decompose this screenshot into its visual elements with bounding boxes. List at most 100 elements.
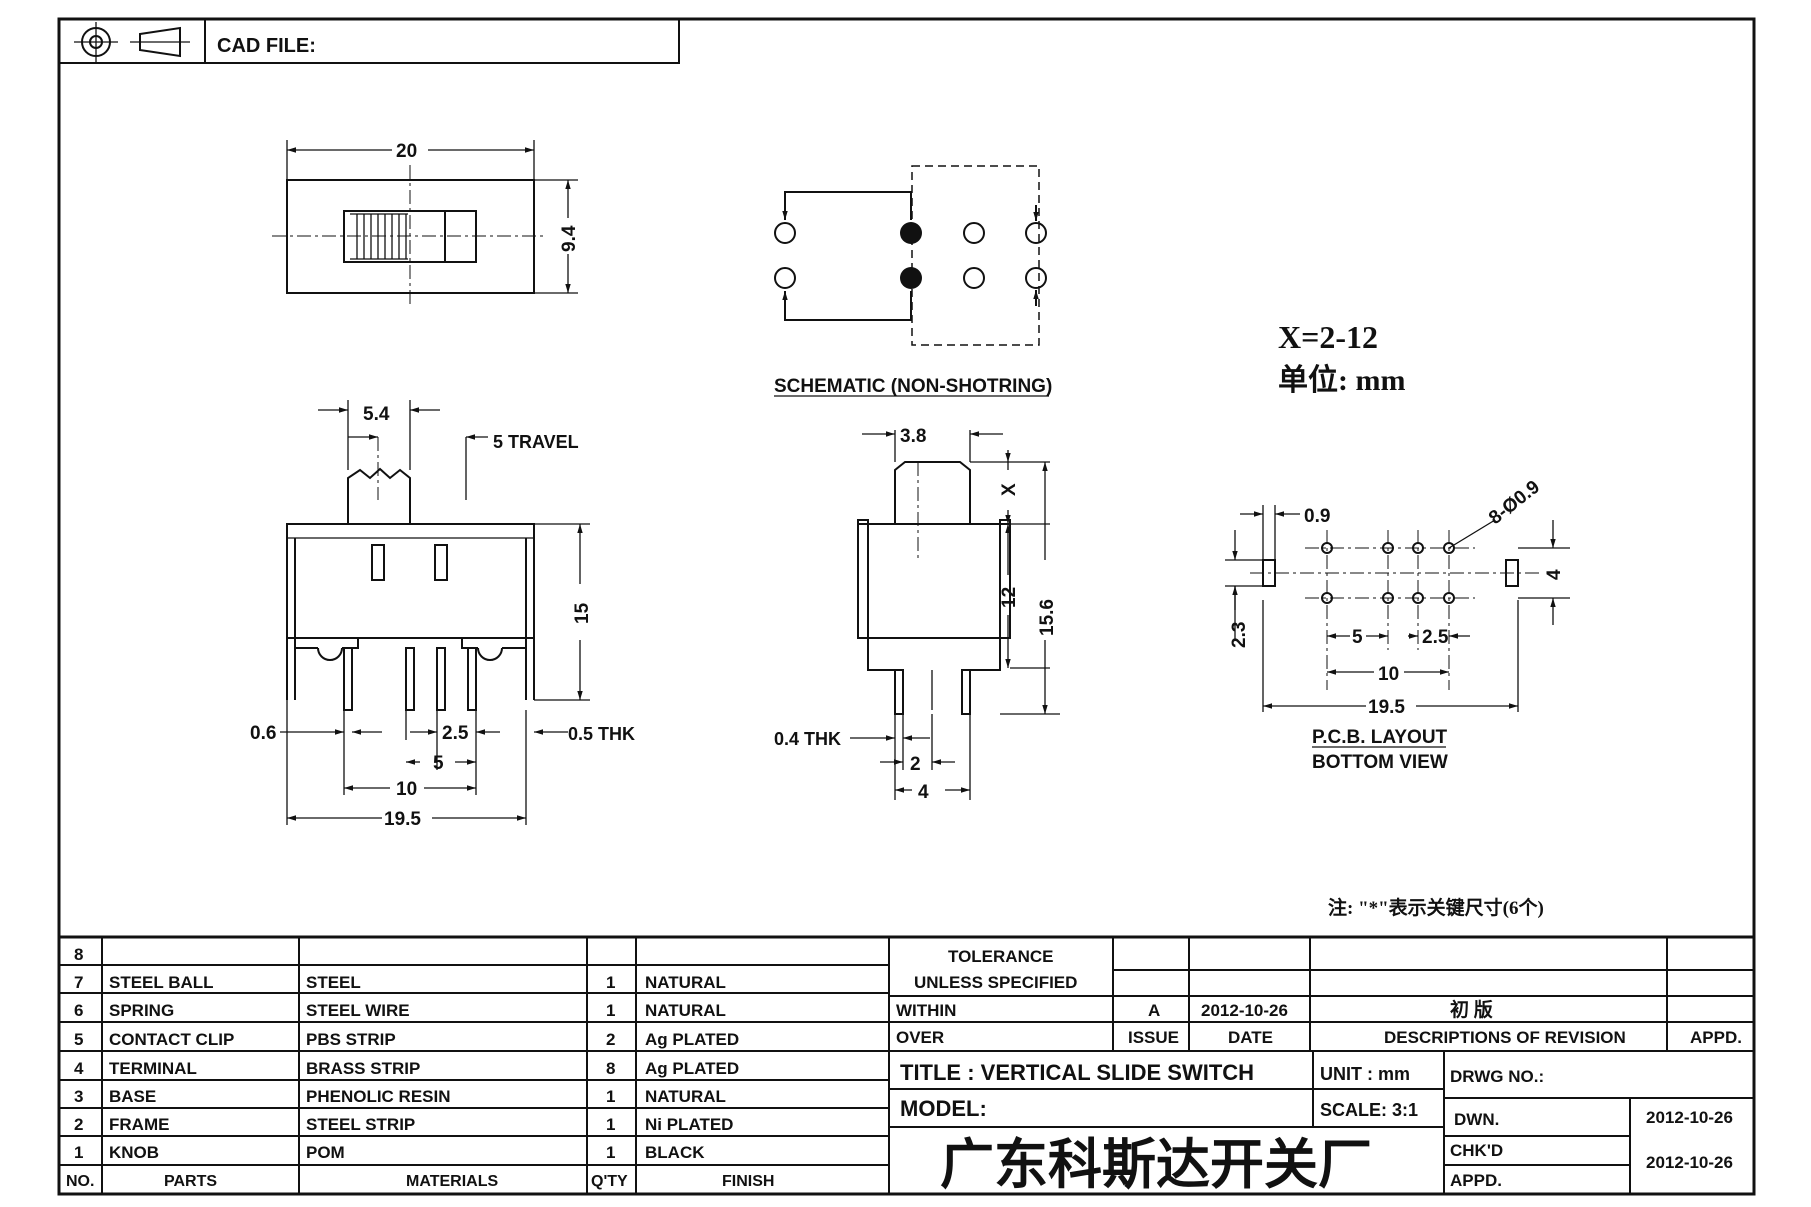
bom-finish: BLACK xyxy=(645,1143,705,1162)
bom-qty: 8 xyxy=(606,1059,615,1078)
bom-part: BASE xyxy=(109,1087,156,1106)
drawing-unit: UNIT : mm xyxy=(1320,1064,1410,1084)
bom-header: NO. PARTS MATERIALS Q'TY FINISH xyxy=(66,1173,774,1190)
pcb-title-1: P.C.B. LAYOUT xyxy=(1312,727,1448,748)
dim-side-x: X xyxy=(999,483,1020,496)
bom-part: FRAME xyxy=(109,1115,169,1134)
bom-qty: 1 xyxy=(606,1087,615,1106)
bom-finish: Ni PLATED xyxy=(645,1115,733,1134)
tolerance-line-1: TOLERANCE xyxy=(948,947,1053,966)
pcb-layout: 0.9 8-Ø0.9 4 2.3 5 2.5 10 19.5 P.C.B. LA… xyxy=(1225,477,1570,773)
dim-pitch-5: 5 xyxy=(433,753,444,774)
variant-info: X=2-12 单位: mm xyxy=(1278,319,1405,397)
revision-date-header: DATE xyxy=(1228,1028,1273,1047)
title-block: 8 7 STEEL BALL STEEL 1 NATURAL 6 SPRING … xyxy=(59,935,1754,1195)
bom-qty: 1 xyxy=(606,1001,615,1020)
top-view: 20 9.4 xyxy=(272,140,580,305)
checked-date: 2012-10-26 xyxy=(1646,1153,1733,1172)
dim-pcb-span-19-5: 19.5 xyxy=(1368,697,1405,718)
checked-label: CHK'D xyxy=(1450,1141,1503,1160)
bom-finish: Ag PLATED xyxy=(645,1059,739,1078)
bom-no: 3 xyxy=(74,1087,83,1106)
dim-body-height: 15 xyxy=(572,602,593,624)
drawing-number-label: DRWG NO.: xyxy=(1450,1067,1544,1086)
tolerance-within: WITHIN xyxy=(896,1001,956,1020)
bom-qty: 1 xyxy=(606,1143,615,1162)
bom-no: 7 xyxy=(74,973,83,992)
bom-row: 1 KNOB POM 1 BLACK xyxy=(74,1143,705,1162)
bom-row: 7 STEEL BALL STEEL 1 NATURAL xyxy=(74,973,726,992)
schematic: SCHEMATIC (NON-SHOTRING) xyxy=(774,165,1052,397)
bom-row-lines xyxy=(59,964,889,1166)
revision-desc-header: DESCRIPTIONS OF REVISION xyxy=(1384,1028,1626,1047)
bom-row: 3 BASE PHENOLIC RESIN 1 NATURAL xyxy=(74,1087,726,1106)
bom-finish: Ag PLATED xyxy=(645,1030,739,1049)
bom-row: 4 TERMINAL BRASS STRIP 8 Ag PLATED xyxy=(74,1059,739,1078)
key-dimension-note: 注: "*"表示关键尺寸(6个) xyxy=(1328,896,1544,919)
bom-material: BRASS STRIP xyxy=(306,1059,420,1078)
bom-part: KNOB xyxy=(109,1143,159,1162)
drawn-label: DWN. xyxy=(1454,1110,1499,1129)
pcb-title-2: BOTTOM VIEW xyxy=(1312,752,1448,773)
dim-pcb-hole: 0.9 xyxy=(1304,506,1330,527)
dim-pin-width: 0.6 xyxy=(250,723,276,744)
dim-knob-width: 5.4 xyxy=(363,404,390,425)
bom-no: 4 xyxy=(74,1059,84,1078)
bom-finish: NATURAL xyxy=(645,973,726,992)
revision-appd-header: APPD. xyxy=(1690,1028,1742,1047)
bom-material: POM xyxy=(306,1143,345,1162)
dim-pitch-2-5: 2.5 xyxy=(442,723,469,744)
approved-label: APPD. xyxy=(1450,1171,1502,1190)
dim-span-19-5: 19.5 xyxy=(384,809,421,830)
bom-finish: NATURAL xyxy=(645,1001,726,1020)
dim-pcb-2-3: 2.3 xyxy=(1229,622,1250,648)
dim-side-4: 4 xyxy=(918,782,929,803)
drawing-model: MODEL: xyxy=(900,1096,987,1121)
bom-header-parts: PARTS xyxy=(164,1173,217,1190)
revision-issue: A xyxy=(1148,1001,1160,1020)
bom-header-materials: MATERIALS xyxy=(406,1173,498,1190)
bom-row: 6 SPRING STEEL WIRE 1 NATURAL xyxy=(74,1001,726,1020)
bom-no: 1 xyxy=(74,1143,83,1162)
dim-pcb-pitch-5: 5 xyxy=(1352,627,1363,648)
bom-no: 8 xyxy=(74,945,83,964)
bom-material: STEEL WIRE xyxy=(306,1001,410,1020)
cad-file-label: CAD FILE: xyxy=(217,35,316,57)
dim-side-height-15-6: 15.6 xyxy=(1037,599,1058,636)
bom-material: PBS STRIP xyxy=(306,1030,396,1049)
bom-qty: 1 xyxy=(606,1115,615,1134)
dim-travel: 5 TRAVEL xyxy=(493,432,579,452)
bom-material: PHENOLIC RESIN xyxy=(306,1087,451,1106)
bom-no: 6 xyxy=(74,1001,83,1020)
sheet-border xyxy=(57,17,1756,1196)
bom-material: STEEL STRIP xyxy=(306,1115,415,1134)
x-range: X=2-12 xyxy=(1278,319,1378,355)
bom-qty: 1 xyxy=(606,973,615,992)
dim-side-2: 2 xyxy=(910,754,921,775)
dim-top-height: 9.4 xyxy=(559,225,580,252)
company-name: 广东科斯达开关厂 xyxy=(940,1135,1372,1195)
revision-issue-header: ISSUE xyxy=(1128,1028,1179,1047)
revision-description: 初 版 xyxy=(1450,998,1493,1021)
dim-side-pin-thk: 0.4 THK xyxy=(774,729,841,749)
front-view: 5.4 5 TRAVEL 15 0.6 2.5 0.5 THK 5 10 19.… xyxy=(250,400,635,830)
bom-qty: 2 xyxy=(606,1030,615,1049)
dim-pin-thk: 0.5 THK xyxy=(568,724,635,744)
bom-part: SPRING xyxy=(109,1001,174,1020)
schematic-title: SCHEMATIC (NON-SHOTRING) xyxy=(774,376,1052,397)
drawn-date: 2012-10-26 xyxy=(1646,1108,1733,1127)
bom-header-finish: FINISH xyxy=(722,1173,774,1190)
dim-side-knob-width: 3.8 xyxy=(900,426,926,447)
drawing-scale: SCALE: 3:1 xyxy=(1320,1100,1418,1120)
bom-part: STEEL BALL xyxy=(109,973,214,992)
bom-row: 2 FRAME STEEL STRIP 1 Ni PLATED xyxy=(74,1115,733,1134)
drawing-title: TITLE : VERTICAL SLIDE SWITCH xyxy=(900,1060,1254,1085)
tolerance-over: OVER xyxy=(896,1028,944,1047)
dim-span-10: 10 xyxy=(396,779,417,800)
dim-pcb-span-10: 10 xyxy=(1378,664,1399,685)
dim-pcb-slot-gap: 4 xyxy=(1544,569,1565,580)
bom-no: 5 xyxy=(74,1030,83,1049)
cad-header: CAD FILE: xyxy=(58,18,680,64)
bom-part: CONTACT CLIP xyxy=(109,1030,234,1049)
